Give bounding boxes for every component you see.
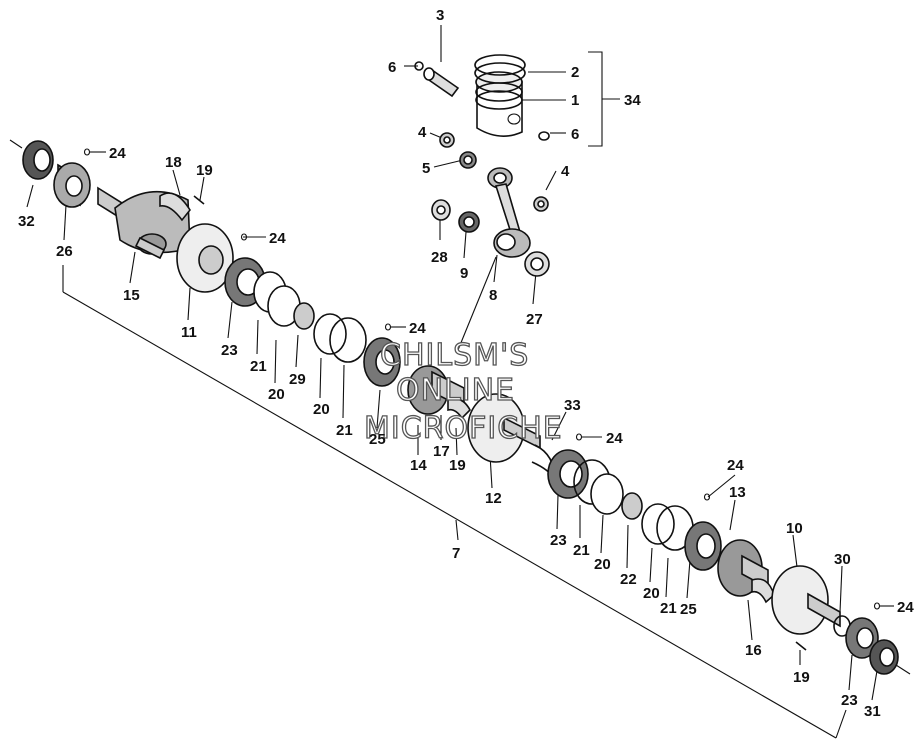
callout-24-a: 24 <box>109 145 126 162</box>
crank-bolt-lower <box>795 641 807 651</box>
piston-ring-upper <box>474 54 526 76</box>
callout-labels: 3 6 2 1 34 6 4 5 4 28 9 8 27 24 24 24 24… <box>18 7 914 720</box>
callout-28: 28 <box>431 249 448 266</box>
callout-26: 26 <box>56 243 73 260</box>
callout-31: 31 <box>864 703 881 720</box>
watermark-line-3: MICROFICHE <box>364 411 563 446</box>
callout-10: 10 <box>786 520 803 537</box>
oil-seal-left <box>22 140 54 180</box>
callout-23-right: 23 <box>550 532 567 549</box>
crank-bolt-upper <box>193 195 205 205</box>
callout-23-far-right: 23 <box>841 692 858 709</box>
callout-24-b: 24 <box>269 230 286 247</box>
callout-21-right-b: 21 <box>660 600 677 617</box>
callout-7: 7 <box>452 545 460 562</box>
flywheel-right <box>467 393 541 463</box>
callout-17: 17 <box>433 443 450 460</box>
circlip-right <box>538 131 550 141</box>
callout-24-f: 24 <box>897 599 914 616</box>
center-bearing-left <box>363 337 401 387</box>
callout-19-lower: 19 <box>793 669 810 686</box>
center-key <box>447 397 471 420</box>
callout-24-c: 24 <box>409 320 426 337</box>
oil-seal-right <box>869 639 899 675</box>
callout-18: 18 <box>165 154 182 171</box>
connecting-rod <box>487 167 531 258</box>
callout-32: 32 <box>18 213 35 230</box>
piston-group-parts <box>414 54 550 277</box>
callout-33: 33 <box>564 397 581 414</box>
callout-23-left: 23 <box>221 342 238 359</box>
callout-19-upper: 19 <box>196 162 213 179</box>
watermark: CHILSM'S ONLINE MICROFICHE <box>363 337 563 446</box>
piston-ring-lower <box>474 62 526 84</box>
callout-6-upper: 6 <box>388 59 396 76</box>
spacer-right-1 <box>590 473 624 515</box>
crankshaft-center-parts <box>407 365 556 481</box>
callout-25-right: 25 <box>680 601 697 618</box>
callout-11: 11 <box>181 324 197 341</box>
piston-pin <box>423 67 460 98</box>
callout-15: 15 <box>123 287 140 304</box>
callout-21-left-a: 21 <box>250 358 267 375</box>
callout-22: 22 <box>620 571 637 588</box>
callout-20-right-b: 20 <box>643 585 660 602</box>
callout-12: 12 <box>485 490 502 507</box>
collar-left <box>293 302 315 330</box>
callout-21-left-b: 21 <box>336 422 353 439</box>
callout-6-lower: 6 <box>571 126 579 143</box>
main-bearing-left-outer <box>53 162 91 208</box>
crankshaft-left-parts <box>9 139 401 387</box>
circlip-left <box>414 61 424 71</box>
callout-13: 13 <box>729 484 746 501</box>
shim-left-2 <box>329 317 367 363</box>
callout-4-upper-left: 4 <box>418 124 427 141</box>
callout-20-left-b: 20 <box>313 401 330 418</box>
callout-3: 3 <box>436 7 444 24</box>
callout-16: 16 <box>745 642 762 659</box>
callout-14: 14 <box>410 457 427 474</box>
callout-20-right-a: 20 <box>594 556 611 573</box>
crankshaft-right-parts <box>547 449 911 675</box>
leader-lines <box>26 25 894 739</box>
center-bearing-right <box>684 521 722 571</box>
callout-27: 27 <box>526 311 543 328</box>
watermark-line-2: ONLINE <box>396 373 515 408</box>
callout-34: 34 <box>624 92 641 109</box>
piston <box>475 71 523 137</box>
callout-19-center: 19 <box>449 457 466 474</box>
outer-bearing-right <box>845 617 879 659</box>
callout-9: 9 <box>460 265 468 282</box>
crankshaft-half-right <box>771 565 841 635</box>
watermark-line-1: CHILSM'S <box>380 338 529 373</box>
callout-2: 2 <box>571 64 579 81</box>
callout-4-upper-right: 4 <box>561 163 570 180</box>
callout-1: 1 <box>571 92 579 109</box>
callout-30: 30 <box>834 551 851 568</box>
main-bearing-right <box>547 449 589 499</box>
ball-markers <box>83 148 881 610</box>
callout-8: 8 <box>489 287 497 304</box>
callout-20-left-a: 20 <box>268 386 285 403</box>
callout-21-right-a: 21 <box>573 542 590 559</box>
collar-right <box>621 492 643 520</box>
callout-24-d: 24 <box>606 430 623 447</box>
crank-key-right <box>751 578 775 604</box>
callout-5: 5 <box>422 160 430 177</box>
callout-29: 29 <box>289 371 306 388</box>
callout-24-e: 24 <box>727 457 744 474</box>
callout-25-left: 25 <box>369 431 386 448</box>
crank-key <box>159 192 191 222</box>
flywheel-left <box>176 223 234 293</box>
